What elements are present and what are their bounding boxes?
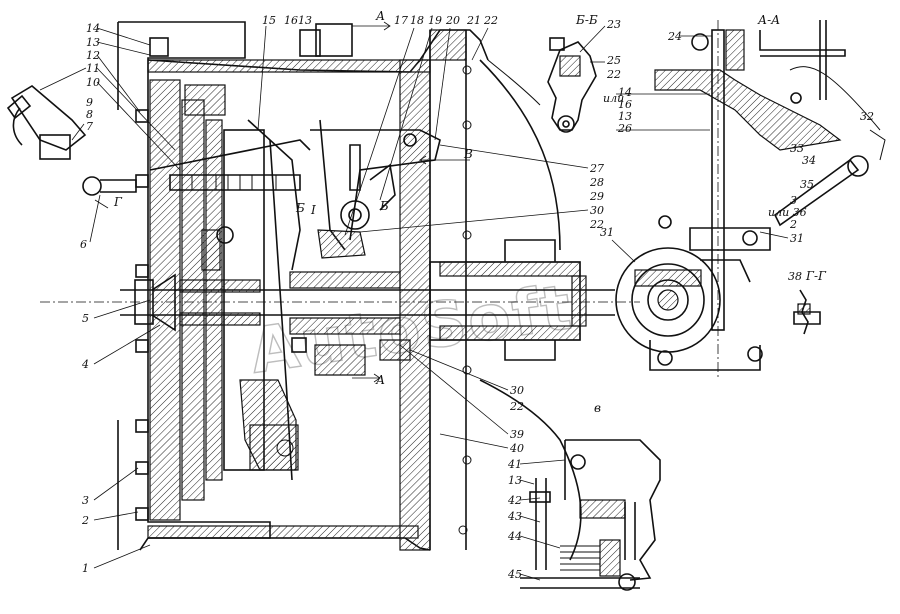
part-number-label: 34 — [802, 154, 816, 167]
part-number-label: 25 — [606, 54, 621, 67]
part-number-label: 14 — [86, 22, 100, 35]
part-number-label: 7 — [86, 120, 93, 133]
part-number-label: 43 — [507, 510, 522, 523]
part-number-label: 1 — [82, 562, 89, 575]
part-number-label: 29 — [589, 190, 604, 203]
part-number-label: 23 — [606, 18, 621, 31]
part-number-label: 18 — [410, 14, 424, 27]
part-number-label: 3 — [790, 194, 797, 207]
part-number-label: 21 — [466, 14, 481, 27]
part-number-label: 19 — [428, 14, 442, 27]
part-number-label: 6 — [80, 238, 87, 251]
part-number-label: 20 — [445, 14, 460, 27]
part-number-label: 11 — [86, 62, 100, 75]
part-number-label: 22 — [509, 400, 524, 413]
part-number-label: 10 — [86, 76, 100, 89]
part-number-label: 24 — [667, 30, 682, 43]
part-number-label: 41 — [507, 458, 522, 471]
part-number-label: 22 — [483, 14, 498, 27]
part-number-label: 14 — [618, 86, 632, 99]
main-labels: 14 13 12 11 10 9 8 7 6 5 4 3 2 1 15 16 1… — [39, 9, 604, 575]
part-number-label: 30 — [590, 204, 604, 217]
section-label: Б-Б — [575, 13, 598, 27]
part-number-label: 40 — [509, 442, 524, 455]
part-number-label: 26 — [617, 122, 632, 135]
section-label: Г-Г — [805, 269, 827, 283]
part-number-label: 2 — [81, 514, 89, 527]
section-label: А — [375, 9, 385, 23]
part-number-label: 33 — [790, 142, 804, 155]
part-number-label: 13 — [298, 14, 312, 27]
part-number-label: 31 — [790, 232, 804, 245]
section-label: Г — [113, 195, 123, 209]
part-number-label: 16 — [618, 98, 632, 111]
part-number-label: 42 — [507, 494, 522, 507]
section-label: в — [594, 401, 601, 415]
section-label: I — [310, 203, 316, 217]
part-number-label: 39 — [510, 428, 524, 441]
part-number-label: 13 — [508, 474, 522, 487]
part-number-label: 32 — [860, 110, 874, 123]
part-number-label: 8 — [86, 108, 93, 121]
section-label: Б — [295, 201, 305, 215]
part-number-label: или — [603, 92, 624, 105]
part-number-label: 9 — [86, 96, 93, 109]
section-label: Б — [379, 199, 389, 213]
section-label: В — [463, 147, 473, 161]
section-a-a: А-А 24 32 33 34 35 или 36 3 2 31 — [600, 13, 886, 380]
part-number-label: 22 — [589, 218, 604, 231]
section-g-g: 38 Г-Г — [788, 269, 827, 335]
part-number-label: 15 — [262, 14, 276, 27]
part-number-label: 3 — [82, 494, 89, 507]
part-number-label: 13 — [86, 36, 100, 49]
part-number-label: 17 — [394, 14, 408, 27]
part-number-label: 35 — [800, 178, 814, 191]
part-number-label: 28 — [589, 176, 604, 189]
part-number-label: 13 — [618, 110, 632, 123]
external-lever — [6, 85, 137, 196]
part-number-label: 16 — [284, 14, 298, 27]
part-number-label: 2 — [789, 218, 797, 231]
section-label: А — [375, 373, 385, 387]
section-b-b: Б-Б 23 25 22 или 14 16 13 26 — [547, 13, 710, 135]
part-number-label: 5 — [82, 312, 89, 325]
part-number-label: 31 — [600, 226, 614, 239]
view-v: в 41 13 42 43 44 45 — [507, 401, 661, 591]
part-number-label: 4 — [81, 358, 89, 371]
flange-bolts — [135, 23, 472, 535]
part-number-label: 45 — [507, 568, 522, 581]
part-number-label: 38 — [788, 270, 802, 283]
part-number-label: 12 — [86, 49, 100, 62]
part-number-label: 22 — [606, 68, 621, 81]
section-label: А-А — [757, 13, 780, 27]
part-number-label: 44 — [507, 530, 522, 543]
part-number-label: или 36 — [768, 206, 807, 219]
part-number-label: 30 — [510, 384, 524, 397]
part-number-label: 27 — [589, 162, 604, 175]
main-clutch-section — [6, 21, 640, 561]
